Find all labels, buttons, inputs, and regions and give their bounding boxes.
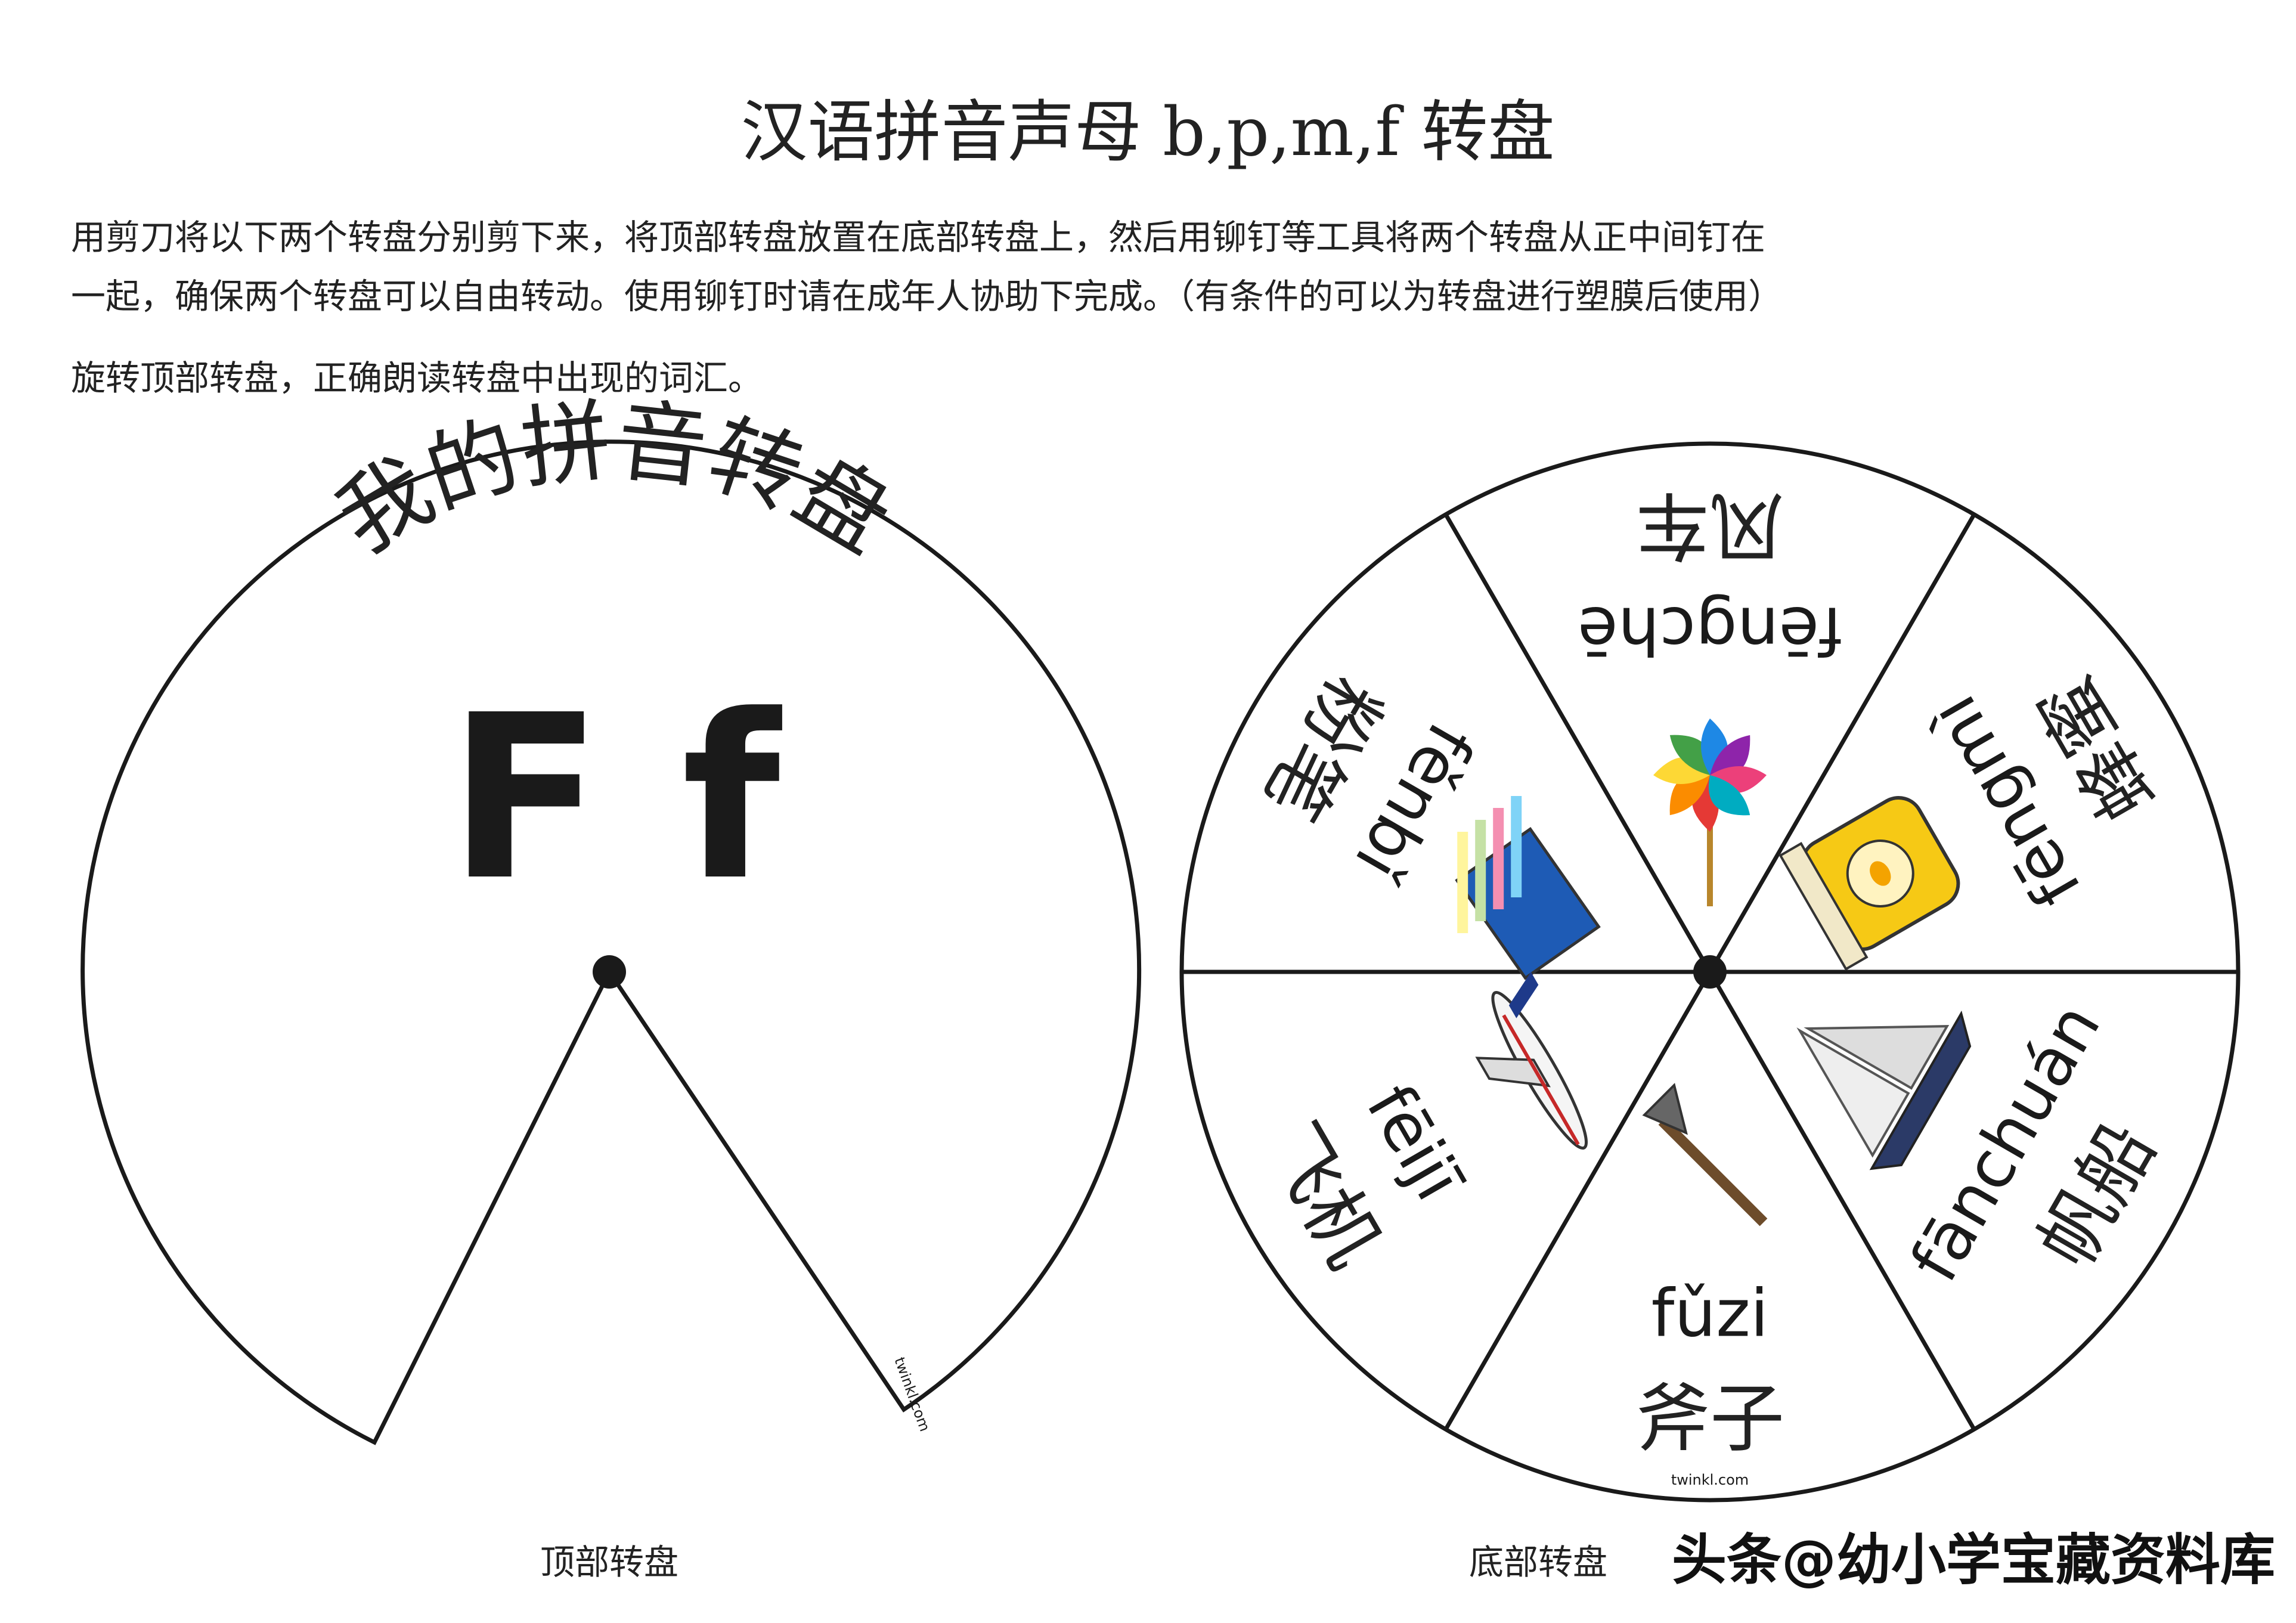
slice-hanzi: 斧子	[1635, 1376, 1784, 1463]
top-wheel-caption: 顶部转盘	[540, 1542, 678, 1582]
center-pin	[1693, 955, 1727, 989]
bottom-wheel-caption: 底部转盘	[1469, 1542, 1607, 1582]
watermark-backdrop	[1657, 1526, 2289, 1592]
slice-pinyin: fēngchē	[1578, 593, 1842, 669]
instruction-line-1: 用剪刀将以下两个转盘分别剪下来，将顶部转盘放置在底部转盘上，然后用铆钉等工具将两…	[71, 217, 1765, 258]
top-wheel-letters: F f	[448, 666, 784, 930]
top-wheel-outline	[80, 439, 1142, 1445]
chalk-icon	[1455, 796, 1601, 980]
page-title: 汉语拼音声母 b,p,m,f 转盘	[740, 94, 1554, 171]
slice-fengche: fēngchē 风车	[1578, 482, 1842, 906]
honey-jar-icon	[1778, 796, 1960, 971]
slice-pinyin: fǔzi	[1651, 1275, 1769, 1351]
pinwheel-icon	[1653, 718, 1767, 906]
center-pin	[593, 955, 626, 989]
bottom-wheel[interactable]: fěnbǐ粉笔fēijī飞机fǔzi斧子fānchuán帆船fēngmì蜂蜜fē…	[1179, 441, 2241, 1503]
instruction-line-3: 旋转顶部转盘，正确朗读转盘中出现的词汇。	[71, 358, 763, 398]
bottom-wheel-credit: twinkl.com	[1671, 1472, 1749, 1488]
watermark: 头条@幼小学宝藏资料库	[1672, 1528, 2275, 1592]
slice-fuzi: fǔzi 斧子	[1635, 1083, 1784, 1463]
sailboat-icon	[1796, 1010, 1972, 1170]
airplane-icon	[1475, 972, 1588, 1150]
slice-hanzi: 风车	[1635, 482, 1784, 568]
axe-icon	[1642, 1083, 1768, 1226]
instruction-line-2: 一起，确保两个转盘可以自由转动。使用铆钉时请在成年人协助下完成。（有条件的可以为…	[71, 276, 1783, 317]
top-wheel[interactable]: 我的拼音转盘 F f twinkl.com	[80, 389, 1142, 1445]
